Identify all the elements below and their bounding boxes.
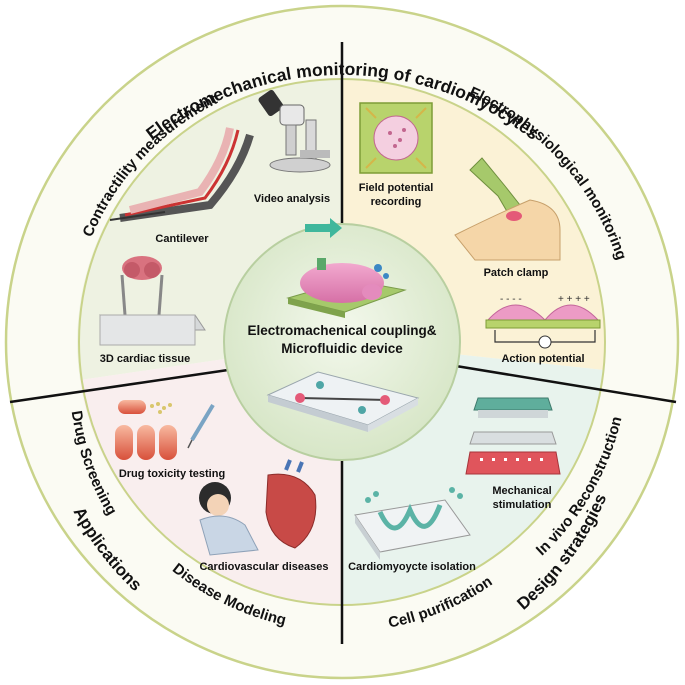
mechanical-label-1: Mechanical — [492, 485, 551, 497]
patch-clamp-icon — [454, 157, 561, 261]
divider-lines — [9, 42, 677, 644]
svg-text:- - - -: - - - - — [500, 294, 522, 305]
drug-toxicity-label: Drug toxicity testing — [119, 468, 225, 480]
microscope-icon — [258, 90, 331, 173]
center-hub: Electromachenical coupling& Microfluidic… — [223, 218, 461, 461]
isolation-label: Cardiomyoycte isolation — [348, 561, 476, 573]
field-potential-label-2: recording — [371, 196, 422, 208]
action-potential-icon: - - - - + + + + — [485, 294, 601, 349]
field-potential-label-1: Field potential — [359, 182, 434, 194]
cantilever-label: Cantilever — [155, 233, 209, 245]
svg-text:+ + + +: + + + + — [558, 294, 590, 305]
divider-left — [9, 368, 229, 404]
microfluidic-chip-icon — [266, 371, 420, 432]
cardiovascular-label: Cardiovascular diseases — [199, 561, 328, 573]
cardiac-tissue-label: 3D cardiac tissue — [100, 353, 191, 365]
patch-clamp-label: Patch clamp — [484, 267, 549, 279]
field-potential-icon — [359, 102, 433, 174]
divider-right — [455, 364, 677, 404]
drug-capsules-icon — [115, 400, 215, 460]
center-line-2: Microfluidic device — [281, 341, 403, 356]
cardiomyocyte-cell-icon — [286, 218, 407, 318]
cell-isolation-chip-icon — [354, 487, 471, 560]
video-analysis-label: Video analysis — [254, 193, 330, 205]
mechanical-stimulation-icon — [465, 397, 561, 475]
cardiovascular-disease-icon — [199, 459, 317, 556]
cantilever-icon — [109, 127, 254, 222]
cardiac-tissue-icon — [99, 256, 206, 346]
action-potential-label: Action potential — [501, 353, 584, 365]
center-line-1: Electromachenical coupling& — [247, 323, 436, 338]
mechanical-label-2: stimulation — [493, 499, 552, 511]
